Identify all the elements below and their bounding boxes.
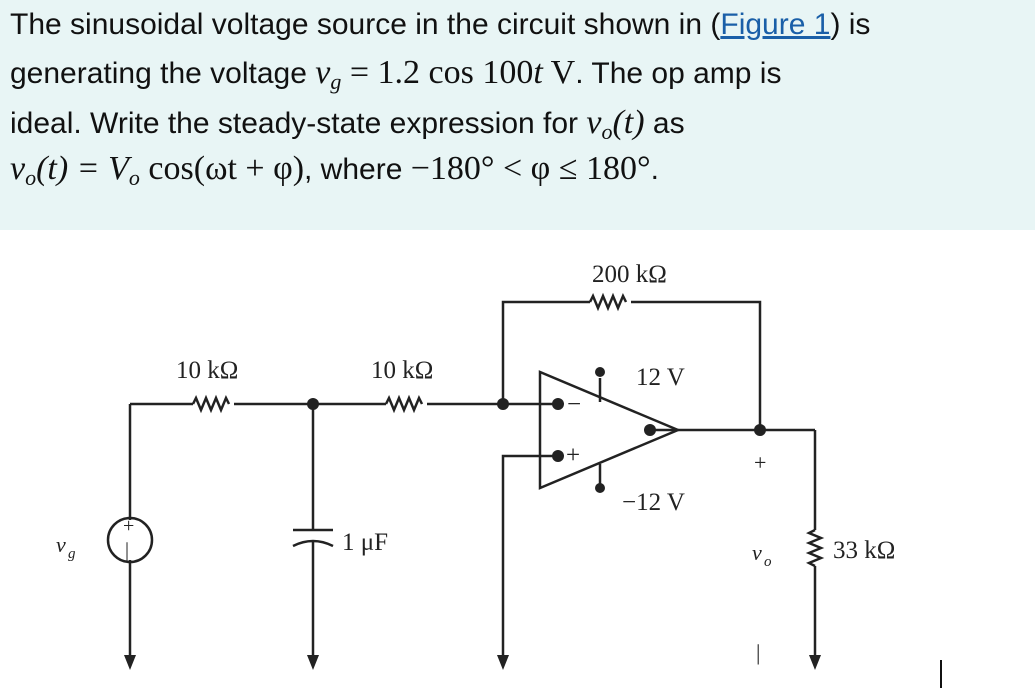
problem-line-2: generating the voltage vg = 1.2 cos 100t… [10,54,782,94]
output-plus-sign: + [754,450,766,475]
source-voltage-subscript: g [68,546,76,562]
circuit-nodes [307,367,766,493]
figure-link[interactable]: Figure 1 [720,8,831,41]
output-voltage-label: v [752,540,762,565]
circuit-diagram: − + + | 200 kΩ 10 kΩ 10 kΩ 1 μF 12 V −12… [56,261,895,670]
problem-line-4: vo(t) = Vo cos(ωt + φ), where −180° < φ … [10,150,659,190]
problem-statement: The sinusoidal voltage source in the cir… [0,0,1035,230]
r2-label: 10 kΩ [371,357,433,384]
source-minus-sign: | [125,539,129,561]
problem-line-3: ideal. Write the steady-state expression… [10,104,685,144]
negative-supply-label: −12 V [622,489,685,516]
circuit-wires [106,292,825,655]
output-minus-sign: | [756,640,760,665]
feedback-resistor-label: 200 kΩ [592,261,667,288]
opamp-minus-sign: − [567,391,581,418]
capacitor-label: 1 μF [342,529,388,556]
text-cursor [940,660,942,688]
problem-line-1: The sinusoidal voltage source in the cir… [10,8,871,41]
opamp-plus-sign: + [566,442,580,469]
source-voltage-label: v [56,532,66,557]
load-resistor-label: 33 kΩ [833,537,895,564]
r1-label: 10 kΩ [176,357,238,384]
source-plus-sign: + [123,515,134,537]
positive-supply-label: 12 V [636,364,685,391]
output-voltage-subscript: o [764,554,772,570]
ground-arrows [124,655,821,670]
